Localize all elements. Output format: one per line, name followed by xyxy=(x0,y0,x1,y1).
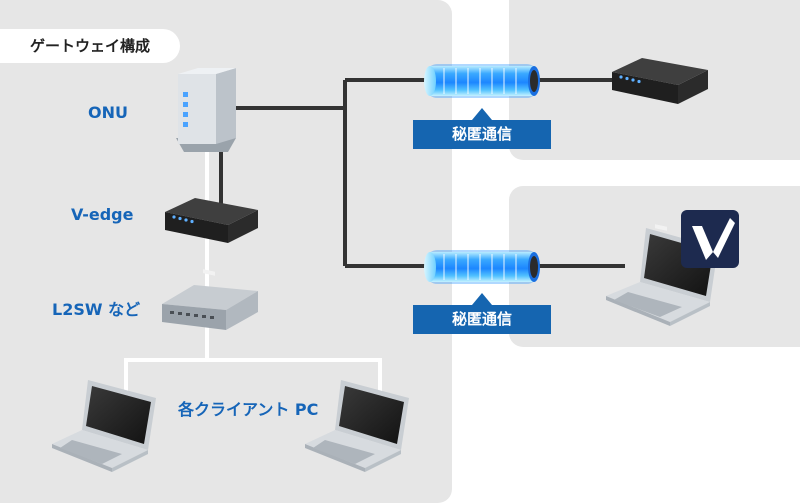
secure-comm-badge: 秘匿通信 xyxy=(413,120,551,149)
secure-comm-badge: 秘匿通信 xyxy=(413,305,551,334)
onu-label: ONU xyxy=(88,103,128,122)
lan-cabling xyxy=(124,150,382,395)
tunnel-icon xyxy=(424,64,540,98)
clients-label: 各クライアント PC xyxy=(178,400,319,419)
laptop-icon xyxy=(606,228,718,326)
tunnel-icon xyxy=(424,250,540,284)
onu-icon xyxy=(176,68,236,152)
router-icon xyxy=(165,198,258,276)
laptop-icon xyxy=(305,380,409,472)
diagram-title: ゲートウェイ構成 xyxy=(0,29,180,63)
router-icon xyxy=(612,58,708,231)
badge-pointer xyxy=(472,293,492,305)
vedge-label: V-edge xyxy=(71,205,134,224)
v-logo-icon xyxy=(681,210,739,268)
l2sw-label: L2SW など xyxy=(52,300,141,319)
wan-cabling xyxy=(219,78,625,268)
switch-icon xyxy=(162,285,258,330)
badge-pointer xyxy=(472,108,492,120)
laptop-icon xyxy=(52,380,156,472)
